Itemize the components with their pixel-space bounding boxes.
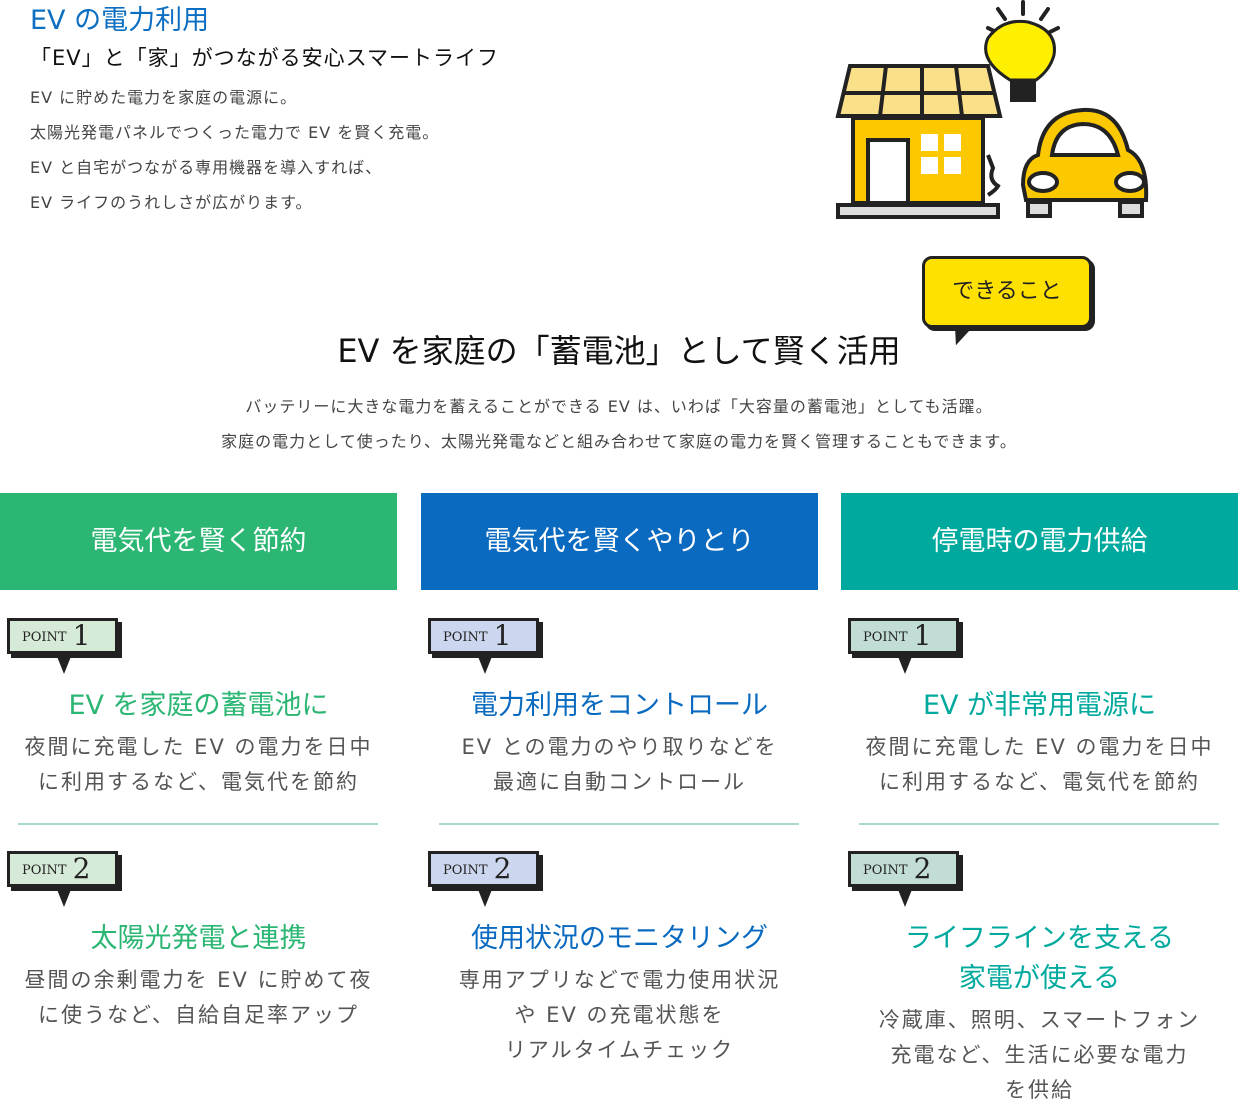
ev-car-icon xyxy=(986,107,1149,218)
point-number: 2 xyxy=(72,852,91,885)
intro-line: EV ライフのうれしさが広がります。 xyxy=(30,193,313,212)
badge-tail xyxy=(477,887,493,907)
point-title: 太陽光発電と連携 xyxy=(90,923,307,954)
point-label: POINT xyxy=(443,863,488,878)
point-body-line: 冷蔵庫、照明、スマートフォン xyxy=(878,1008,1201,1032)
badge-tail xyxy=(56,654,72,674)
badge-tail xyxy=(897,654,913,674)
intro-line: EV と自宅がつながる専用機器を導入すれば、 xyxy=(30,158,383,177)
house-ev-illustration xyxy=(835,0,1149,219)
point-title: 電力利用をコントロール xyxy=(471,690,768,721)
column-heading: 電気代を賢くやりとり xyxy=(421,493,818,590)
point-body: 冷蔵庫、照明、スマートフォン充電など、生活に必要な電力を供給 xyxy=(841,1003,1238,1108)
feature-column: 電気代を賢く節約 POINT 1 EV を家庭の蓄電池に夜間に充電した EV の電力を… xyxy=(0,493,397,1106)
divider xyxy=(439,823,799,825)
intro-line: EV に貯めた電力を家庭の電源に。 xyxy=(30,88,298,107)
point-body-line: 昼間の余剰電力を EV に貯めて夜 xyxy=(24,968,373,992)
point-body-line: EV との電力のやり取りなどを xyxy=(461,735,778,759)
point-body-line: に使うなど、自給自足率アップ xyxy=(38,1003,359,1027)
point-body-line: に利用するなど、電気代を節約 xyxy=(38,770,359,794)
point-body-line: 充電など、生活に必要な電力 xyxy=(890,1043,1189,1067)
point-badge: POINT 2 xyxy=(428,851,539,907)
feature-column: 停電時の電力供給 POINT 1 EV が非常用電源に夜間に充電した EV の電力を日… xyxy=(841,493,1238,1106)
point-body: 夜間に充電した EV の電力を日中に利用するなど、電気代を節約 xyxy=(841,730,1238,800)
point-badge: POINT 2 xyxy=(848,851,959,907)
intro-line: 太陽光発電パネルでつくった電力で EV を賢く充電。 xyxy=(30,123,440,142)
point-badge: POINT 1 xyxy=(848,618,959,674)
section-title: EV を家庭の「蓄電池」として賢く活用 xyxy=(337,332,901,370)
point-number: 1 xyxy=(913,619,932,652)
section-description: 家庭の電力として使ったり、太陽光発電などと組み合わせて家庭の電力を賢く管理するこ… xyxy=(221,432,1017,451)
column-heading: 電気代を賢く節約 xyxy=(0,493,397,590)
point-badge: POINT 1 xyxy=(7,618,118,674)
section-description: バッテリーに大きな電力を蓄えることができる EV は、いわば「大容量の蓄電池」と… xyxy=(245,397,993,416)
badge-tail xyxy=(897,887,913,907)
point-body: EV との電力のやり取りなどを最適に自動コントロール xyxy=(421,730,818,800)
point-title: ライフラインを支える xyxy=(904,923,1175,954)
point-body-line: 最適に自動コントロール xyxy=(493,770,746,794)
column-heading: 停電時の電力供給 xyxy=(841,493,1238,590)
divider xyxy=(859,823,1219,825)
badge-tail xyxy=(477,654,493,674)
speech-bubble: できること xyxy=(922,256,1092,328)
point-label: POINT xyxy=(443,630,488,645)
point-body-line: 夜間に充電した EV の電力を日中 xyxy=(865,735,1214,759)
page-subtitle: 「EV」と「家」がつながる安心スマートライフ xyxy=(30,46,500,70)
point-body-line: を供給 xyxy=(1005,1078,1074,1102)
lightbulb-icon xyxy=(984,0,1060,102)
point-label: POINT xyxy=(863,630,908,645)
point-title: 使用状況のモニタリング xyxy=(471,923,768,954)
feature-column: 電気代を賢くやりとり POINT 1 電力利用をコントロール EV との電力のやり取りな… xyxy=(421,493,818,1106)
point-body-line: 専用アプリなどで電力使用状況 xyxy=(458,968,781,992)
point-body-line: に利用するなど、電気代を節約 xyxy=(879,770,1200,794)
point-body: 昼間の余剰電力を EV に貯めて夜に使うなど、自給自足率アップ xyxy=(0,963,397,1033)
point-badge: POINT 1 xyxy=(428,618,539,674)
page-title: EV の電力利用 xyxy=(30,5,210,36)
point-body-line: 夜間に充電した EV の電力を日中 xyxy=(24,735,373,759)
point-number: 1 xyxy=(493,619,512,652)
point-title: EV を家庭の蓄電池に xyxy=(68,690,329,721)
divider xyxy=(18,823,378,825)
point-badge: POINT 2 xyxy=(7,851,118,907)
house-icon xyxy=(835,64,1003,219)
point-label: POINT xyxy=(863,863,908,878)
point-number: 2 xyxy=(493,852,512,885)
point-number: 2 xyxy=(913,852,932,885)
point-body: 夜間に充電した EV の電力を日中に利用するなど、電気代を節約 xyxy=(0,730,397,800)
point-number: 1 xyxy=(72,619,91,652)
point-label: POINT xyxy=(22,630,67,645)
point-title: 家電が使える xyxy=(958,963,1121,994)
point-body-line: や EV の充電状態を xyxy=(514,1003,725,1027)
badge-tail xyxy=(56,887,72,907)
point-title: EV が非常用電源に xyxy=(922,690,1157,721)
point-body: 専用アプリなどで電力使用状況や EV の充電状態をリアルタイムチェック xyxy=(421,963,818,1068)
point-body-line: リアルタイムチェック xyxy=(504,1038,735,1062)
point-label: POINT xyxy=(22,863,67,878)
